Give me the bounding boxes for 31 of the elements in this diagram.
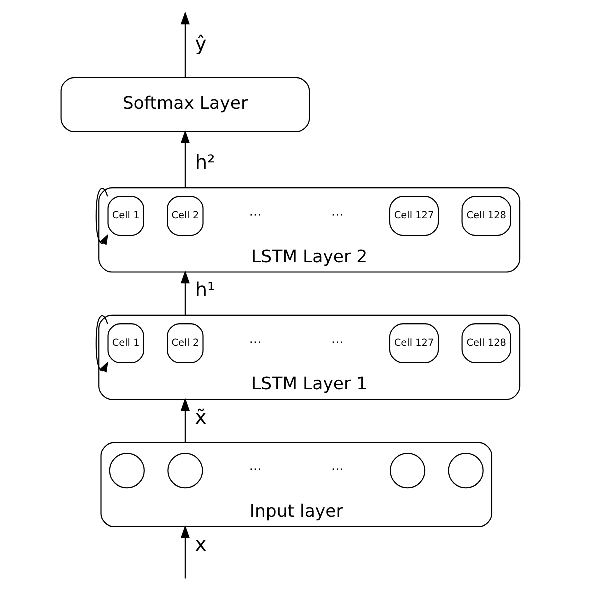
node-box: Cell 1 — [107, 324, 144, 364]
arrow — [180, 398, 190, 443]
arrow — [180, 525, 190, 579]
edge-label: h² — [194, 151, 215, 174]
node-box: Softmax Layer — [60, 77, 310, 132]
arrow — [180, 12, 190, 78]
node-box: Cell 1 — [107, 196, 144, 236]
edge-label: x — [194, 533, 206, 556]
label: ··· — [330, 336, 344, 351]
node-box: Cell 2 — [166, 324, 204, 364]
node-box: Cell 127 — [388, 324, 439, 364]
node-circle — [167, 453, 203, 489]
label: ··· — [248, 208, 262, 224]
arrow — [95, 188, 108, 246]
node-box: Cell 2 — [166, 196, 204, 236]
label: ··· — [248, 463, 262, 478]
edge-label: h¹ — [194, 278, 215, 302]
edge-label: ŷ — [194, 32, 206, 56]
arrow — [180, 130, 190, 188]
node-box: Cell 127 — [388, 196, 439, 236]
label: ··· — [330, 208, 344, 224]
node-box: Cell 128 — [461, 324, 511, 364]
arrow — [95, 316, 108, 373]
node-circle — [448, 453, 484, 489]
arrow — [180, 270, 190, 316]
label: ··· — [330, 463, 344, 478]
node-circle — [389, 453, 426, 489]
label: ··· — [248, 336, 262, 351]
edge-label: x̃ — [194, 406, 206, 429]
node-box: Cell 128 — [461, 196, 511, 236]
node-circle — [108, 453, 144, 489]
